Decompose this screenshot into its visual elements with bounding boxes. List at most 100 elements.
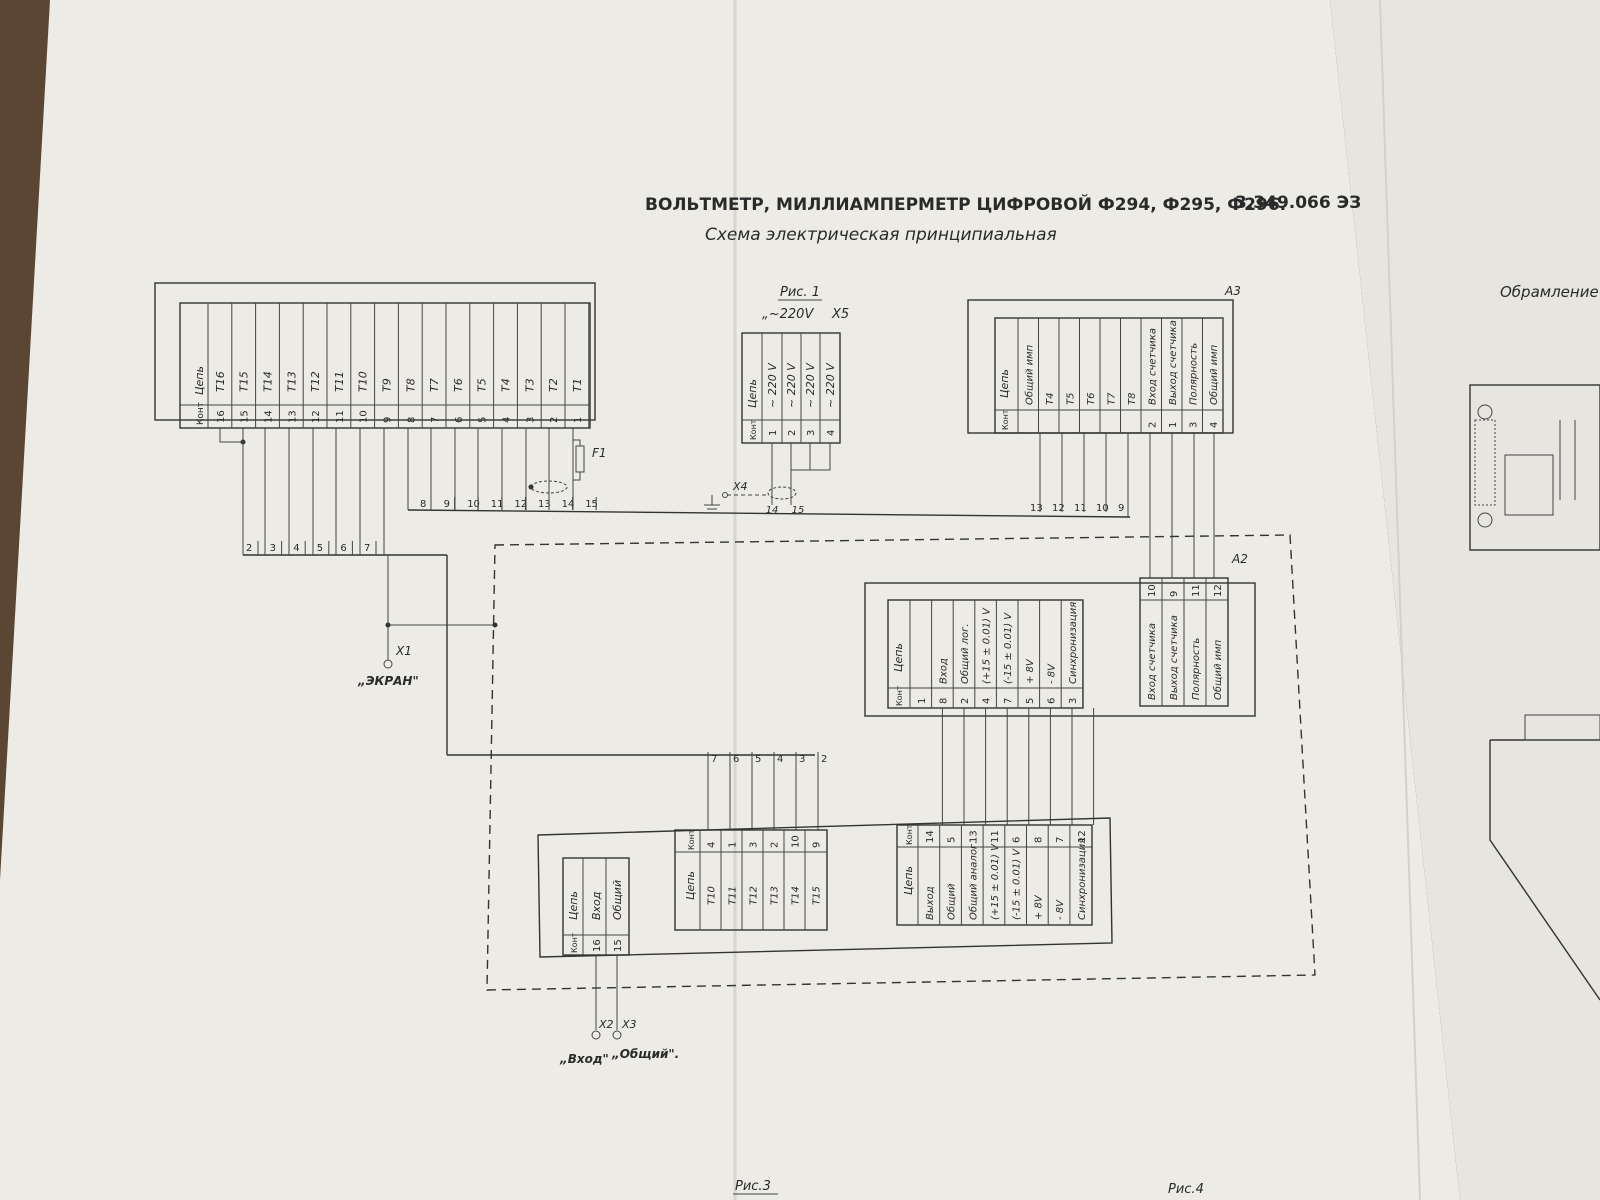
bottom-right-pin: 6 [1012, 837, 1023, 843]
svg-text:14: 14 [766, 505, 779, 516]
a3-pin: 1 [1168, 422, 1179, 428]
a2-right-pin: 11 [1191, 584, 1202, 597]
fuse-label: F1 [592, 446, 607, 460]
left-pin: 3 [525, 417, 536, 423]
paper-right-panel [1330, 0, 1600, 1200]
a3-circuit: Т6 [1086, 393, 1097, 405]
a2-label: А2 [1231, 552, 1248, 566]
power-circuit: ~ 220 V [804, 362, 817, 408]
svg-text:Цепь: Цепь [684, 871, 697, 900]
a3-circuit: Общий имп [1208, 344, 1220, 405]
svg-text:Цепь: Цепь [902, 866, 915, 895]
bus-right-num: 10 [467, 499, 480, 510]
bus-right-num: 13 [538, 499, 551, 510]
a3-bus-num: 9 [1118, 503, 1124, 514]
a2-right-pin: 9 [1169, 591, 1180, 597]
paper-fold-right [1379, 0, 1421, 1200]
power-connector-label: X5 [831, 307, 849, 322]
left-circuit: Т11 [333, 371, 346, 392]
a2-left-circuit: - 8V [1046, 663, 1057, 684]
svg-text:Конт: Конт [687, 829, 696, 850]
power-pin: 1 [768, 430, 779, 436]
left-pin: 12 [311, 410, 322, 423]
svg-text:Конт: Конт [749, 419, 758, 440]
left-circuit: Т12 [309, 371, 322, 392]
a2-left-pin: 8 [938, 698, 949, 704]
left-pin: 15 [240, 410, 251, 423]
bottom-mid-circuit: Т14 [791, 886, 802, 905]
left-pin: 16 [216, 410, 227, 423]
bus-right-num: 12 [514, 499, 527, 510]
power-pin: 4 [826, 430, 837, 436]
a2-boundary [486, 534, 1316, 991]
left-circuit: Т7 [428, 378, 441, 392]
left-circuit: Т13 [285, 371, 298, 392]
bottom-right-circuit: Общий [946, 883, 958, 920]
svg-text:Конт: Конт [570, 932, 579, 953]
left-circuit: Т9 [381, 378, 394, 392]
left-circuit: Т14 [262, 371, 275, 392]
bus-lower-num: 7 [364, 543, 370, 554]
bus-lower-num: 5 [317, 543, 323, 554]
bottom-bus-num: 4 [777, 754, 783, 765]
left-pin: 11 [335, 410, 346, 423]
svg-text:Цепь: Цепь [892, 643, 905, 672]
bus-lower-num: 2 [246, 543, 252, 554]
side-label: Обрамление [1500, 283, 1599, 301]
bottom-mid-circuit: Т11 [728, 886, 739, 905]
bus-lower-num: 6 [340, 543, 346, 554]
x3-label: „Общий". [611, 1047, 679, 1061]
left-circuit: Т4 [500, 378, 513, 392]
a3-circuit: Т7 [1106, 392, 1117, 405]
left-pin: 10 [359, 410, 370, 423]
a3-bus-num: 12 [1052, 503, 1065, 514]
power-pin: 3 [806, 430, 817, 436]
bottom-mid-circuit: Т15 [812, 886, 823, 905]
a2-left-pin: 6 [1046, 698, 1057, 704]
power-circuit: ~ 220 V [785, 362, 798, 408]
left-pin: 9 [383, 417, 394, 423]
x1-label: X1 [395, 644, 412, 658]
a2-left-circuit: Общий лог. [959, 623, 971, 684]
bus-right-num: 14 [562, 499, 575, 510]
left-circuit: Т2 [547, 378, 560, 392]
screen-connection: X1 „ЭКРАН" [357, 555, 498, 688]
power-voltage-label: „~220V [762, 307, 814, 322]
bottom-bus-num: 5 [755, 754, 761, 765]
a3-bus-num: 13 [1030, 503, 1043, 514]
a3-pin: 3 [1188, 422, 1199, 428]
left-circuit: Т1 [571, 378, 584, 392]
svg-text:Конт: Конт [895, 685, 904, 706]
svg-text:X3: X3 [621, 1018, 637, 1031]
a2-right-circuit: Общий имп [1212, 639, 1224, 700]
bottom-right-circuit: Синхронизация [1077, 838, 1088, 920]
drawing-subtitle: Схема электрическая принципиальная [705, 225, 1057, 245]
a3-circuit: Полярность [1188, 343, 1199, 405]
left-circuit: Т5 [476, 378, 489, 392]
a2-left-circuit: Синхронизация [1068, 602, 1079, 684]
bottom-outer-frame [537, 817, 1113, 958]
left-pin: 13 [287, 410, 298, 423]
bottom-bus-num: 2 [821, 754, 827, 765]
bottom-left-circuit: Общий [611, 880, 624, 920]
x1-terminal [383, 659, 393, 669]
left-pin: 4 [502, 417, 513, 423]
a2-left-circuit: (+15 ± 0.01) V [982, 607, 993, 684]
left-pin: 6 [454, 417, 465, 423]
a3-circuit: Т5 [1065, 393, 1076, 405]
bottom-right-pin: 13 [968, 830, 979, 843]
a2-left-circuit: + 8V [1025, 658, 1036, 684]
x3-terminal [612, 1030, 622, 1040]
bottom-right-circuit: - 8V [1055, 899, 1066, 920]
bottom-right-circuit: (+15 ± 0.01) V [990, 843, 1001, 920]
ground-label: X4 [732, 480, 748, 493]
bottom-right-pin: 7 [1055, 837, 1066, 843]
bottom-left-circuit: Вход [590, 892, 603, 920]
bus-lower-num: 4 [293, 543, 299, 554]
bottom-mid-pin: 1 [728, 842, 739, 848]
